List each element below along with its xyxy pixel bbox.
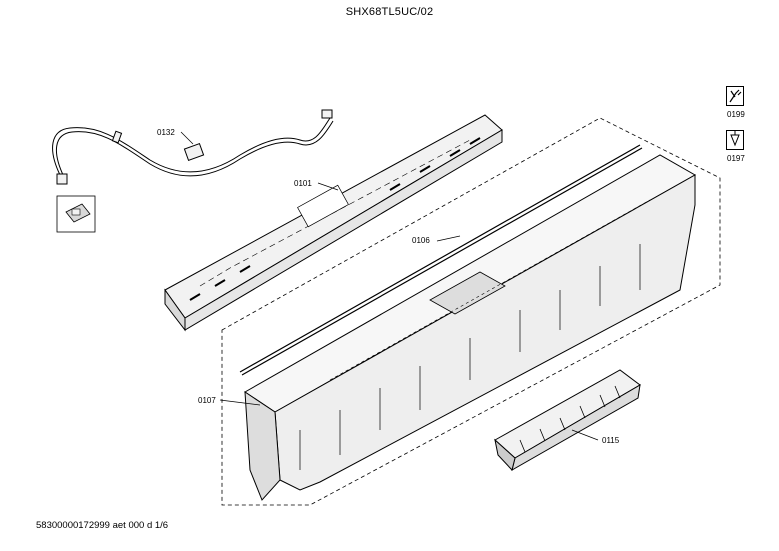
part-label-0101: 0101 [294,179,312,188]
page-title: SHX68TL5UC/02 [345,6,434,18]
assembly-outline-dashed [221,117,721,506]
document-id: 58300000172999 aet 000 d 1/6 [36,520,169,531]
part-label-0106: 0106 [412,236,430,245]
side-label-0197: 0197 [727,154,745,163]
handle-0115 [494,369,641,472]
control-panel-0107 [244,154,697,501]
connector-detail [56,195,96,233]
seal-strip-0106 [239,144,643,376]
leader-lines [180,131,599,441]
cable-harness-0132 [52,109,334,185]
part-label-0107: 0107 [198,396,216,405]
part-label-0132: 0132 [157,128,175,137]
side-label-0199: 0199 [727,110,745,119]
lubricant-drop-icon [726,130,744,150]
part-label-0115: 0115 [602,436,620,445]
screwdriver-wrench-icon [726,86,744,106]
electronics-board-0101 [164,114,503,332]
